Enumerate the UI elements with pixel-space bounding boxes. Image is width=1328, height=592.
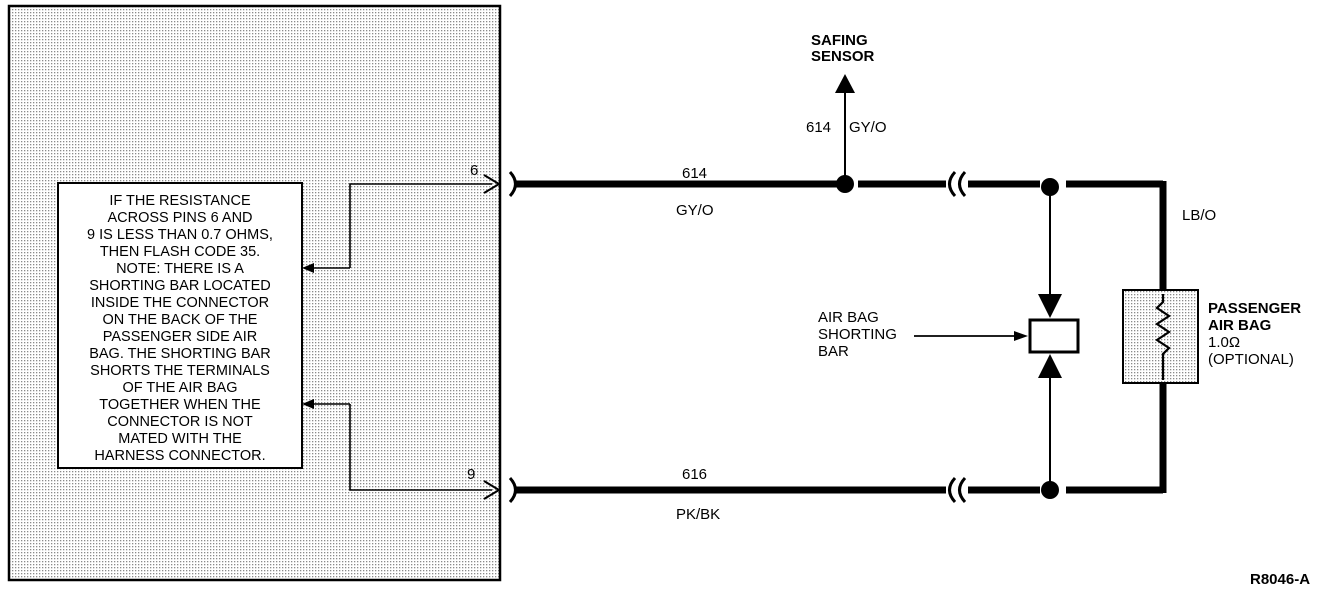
note-line: OF THE AIR BAG [123,380,238,396]
safing-sensor-label-2: SENSOR [811,48,875,65]
note-line: 9 IS LESS THAN 0.7 OHMS, [87,227,273,243]
figure-id: R8046-A [1250,571,1310,588]
shorting-bar-box [1028,318,1080,354]
bottom-color-label: PK/BK [676,506,720,523]
note-line: SHORTING BAR LOCATED [89,278,271,294]
air-bag-label-3: 1.0Ω [1208,334,1240,351]
leader-arrow-icon [302,263,314,273]
note-line: THEN FLASH CODE 35. [100,244,260,260]
shorting-top-arrow-icon [1038,294,1062,318]
shorting-bar-label-1: AIR BAG [818,309,879,326]
note-line: CONNECTOR IS NOT [107,414,253,430]
note-line: SHORTS THE TERMINALS [90,363,270,379]
shorting-bar-label-2: SHORTING [818,326,897,343]
leader-arrow-icon [302,399,314,409]
pin-6-arrow-icon [483,174,501,194]
safing-sensor-label-1: SAFING [811,32,868,49]
note-line: INSIDE THE CONNECTOR [91,295,269,311]
air-bag-resistor-icon [1155,294,1171,380]
bottom-circuit-label: 616 [682,466,707,483]
top-circuit-label: 614 [682,165,707,182]
module-connector-top [508,170,517,198]
note-box [57,182,303,469]
note-line: NOTE: THERE IS A [116,261,244,277]
note-line: ON THE BACK OF THE [103,312,258,328]
note-line: TOGETHER WHEN THE [99,397,261,413]
air-bag-label-4: (OPTIONAL) [1208,351,1294,368]
wiring [516,180,1167,494]
inline-connector-bottom-right [958,476,967,504]
module-connector-bottom [508,476,517,504]
shorting-pointer-arrow-icon [1014,331,1028,341]
shorting-bottom-arrow-icon [1038,354,1062,378]
note-line: PASSENGER SIDE AIR [103,329,257,345]
inline-connector-top-right [958,170,967,198]
branch-circuit-label: 614 [806,119,831,136]
air-bag-label-1: PASSENGER [1208,300,1301,317]
shorting-bar-label-3: BAR [818,343,849,360]
note-line: MATED WITH THE [118,431,242,447]
note-line: ACROSS PINS 6 AND [107,210,252,226]
air-bag-label-2: AIR BAG [1208,317,1271,334]
note-text: IF THE RESISTANCE ACROSS PINS 6 AND 9 IS… [87,193,273,464]
pin-6-label: 6 [470,162,478,179]
note-line: HARNESS CONNECTOR. [94,448,265,464]
note-line: IF THE RESISTANCE [109,193,251,209]
note-line: BAG. THE SHORTING BAR [89,346,271,362]
right-color-label: LB/O [1182,207,1216,224]
branch-color-label: GY/O [849,119,887,136]
safing-arrow-icon [835,74,855,93]
pin-9-arrow-icon [483,480,501,500]
inline-connector-top-left [948,170,957,198]
pin-9-label: 9 [467,466,475,483]
top-color-label: GY/O [676,202,714,219]
inline-connector-bottom-left [948,476,957,504]
note-leaders [312,183,492,491]
